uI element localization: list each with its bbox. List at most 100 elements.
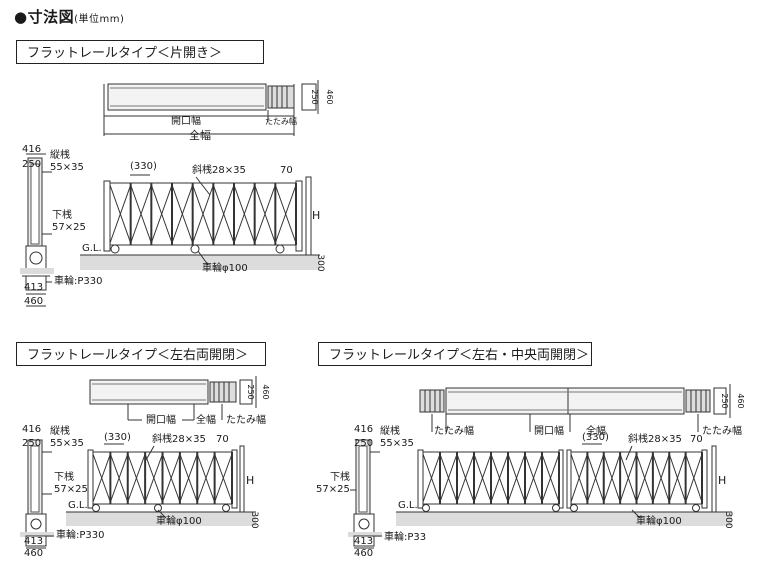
title-text: ●寸法図: [14, 8, 75, 26]
front-diagonal-label: 斜桟28×35: [628, 432, 682, 445]
side-wheel-pitch: 車輪:P330: [384, 530, 426, 543]
side-post-depth: 250: [22, 438, 41, 449]
lattice-bar: [619, 453, 637, 503]
lattice-bar: [652, 453, 670, 503]
unit-text: (単位mm): [74, 14, 125, 25]
lattice-double: [92, 452, 233, 504]
side-base-b: 460: [24, 548, 43, 559]
open-width-label: 開口幅: [534, 424, 564, 437]
front-pitch-label: (330): [104, 432, 131, 443]
side-bottom-size: 57×25: [54, 484, 88, 495]
lattice-bar: [127, 453, 146, 503]
front-diagonal-label: 斜桟28×35: [192, 163, 246, 176]
front-wheel-label: 車輪φ100: [636, 514, 682, 527]
lattice-bar: [171, 184, 194, 244]
lattice-bar: [233, 184, 256, 244]
front-view-double: (330) 斜桟28×35 70 G.L. 車輪φ100 H 300: [66, 432, 259, 529]
side-top-label: 416: [22, 424, 41, 435]
lattice-center-right: [570, 452, 703, 504]
total-width-label: 全幅: [586, 424, 606, 437]
lattice-bar: [109, 184, 132, 244]
side-wheel-pitch: 車輪:P330: [56, 528, 105, 541]
fold-width-left-label: たたみ幅: [434, 424, 474, 437]
front-end-label: 70: [216, 434, 229, 445]
front-view-single: (330) 斜桟28×35 70 G.L. 車輪φ100 H 300: [80, 161, 325, 274]
fold-width-label: たたみ幅: [265, 116, 297, 126]
depth-a-label: 250: [720, 393, 729, 408]
depth-a-label: 250: [310, 89, 319, 104]
plan-view-single: 開口幅 全幅 たたみ幅 250 460: [103, 80, 334, 140]
lattice-bar: [150, 184, 173, 244]
lattice-bar: [456, 453, 475, 503]
side-bottom-size: 57×25: [316, 484, 350, 495]
side-wheel-pitch: 車輪:P330: [54, 274, 103, 287]
lattice-bar: [130, 184, 152, 244]
section-label-double: フラットレールタイプ＜左右両開閉＞: [16, 342, 266, 366]
diagram-title: ●寸法図(単位mm): [14, 6, 124, 27]
front-view-center: (330) 斜桟28×35 70 G.L. 車輪φ100 H 300: [396, 432, 733, 529]
front-depth-label: 300: [315, 254, 325, 271]
total-width-label: 全幅: [189, 128, 211, 140]
side-base-b: 460: [24, 296, 43, 307]
front-pitch-label: (330): [582, 432, 609, 443]
lattice-bar: [586, 453, 605, 503]
side-post-depth: 250: [22, 159, 41, 170]
side-top-label: 416: [22, 144, 41, 155]
front-wheel-label: 車輪φ100: [156, 514, 202, 527]
front-end-label: 70: [690, 434, 703, 445]
side-view-double: 416 250 縦桟 55×35 下桟 57×25 413 460 車輪:P33…: [20, 424, 105, 559]
lattice-bar: [214, 453, 233, 503]
front-gl-label: G.L.: [82, 243, 102, 254]
front-depth-label: 300: [249, 511, 259, 528]
open-width-label: 開口幅: [171, 114, 201, 127]
plan-view-center: たたみ幅 開口幅 全幅 たたみ幅 250 460: [419, 384, 745, 437]
lattice-bar: [254, 184, 276, 244]
side-base-a: 413: [24, 536, 43, 547]
depth-b-label: 460: [261, 384, 270, 399]
side-top-label: 416: [354, 424, 373, 435]
section-label-single: フラットレールタイプ＜片開き＞: [16, 40, 264, 64]
side-post-label: 縦桟: [380, 424, 400, 437]
lattice-bar: [144, 453, 163, 503]
front-gl-label: G.L.: [68, 500, 88, 511]
front-diagonal-label: 斜桟28×35: [152, 432, 206, 445]
side-base-a: 413: [24, 282, 43, 293]
depth-b-label: 460: [736, 393, 745, 408]
lattice-bar: [422, 453, 441, 503]
lattice-bar: [196, 453, 216, 503]
lattice-bar: [439, 453, 458, 503]
lattice-bar: [603, 453, 621, 503]
lattice-bar: [212, 184, 235, 244]
lattice-bar: [490, 453, 509, 503]
side-bottom-label: 下桟: [330, 470, 350, 483]
side-view-single: 416 250 縦桟 55×35 下桟 57×25 413 460 車輪:P33…: [20, 144, 103, 307]
front-gl-label: G.L.: [398, 500, 418, 511]
depth-b-label: 460: [325, 89, 334, 104]
lattice-bar: [162, 453, 181, 503]
side-base-a: 413: [354, 536, 373, 547]
side-bottom-size: 57×25: [52, 222, 86, 233]
depth-a-label: 250: [246, 384, 255, 399]
side-post-depth: 250: [354, 438, 373, 449]
lattice-single: [109, 183, 297, 245]
front-end-label: 70: [280, 165, 293, 176]
lattice-bar: [473, 453, 492, 503]
front-wheel-label: 車輪φ100: [202, 261, 248, 274]
side-post-size: 55×35: [50, 438, 84, 449]
side-post-label: 縦桟: [50, 424, 70, 437]
side-post-size: 55×35: [50, 162, 84, 173]
side-post-label: 縦桟: [50, 148, 70, 161]
fold-width-label: たたみ幅: [226, 413, 266, 426]
lattice-center-left: [422, 452, 560, 504]
total-width-label: 全幅: [196, 413, 216, 426]
side-base-b: 460: [354, 548, 373, 559]
front-depth-label: 300: [723, 511, 733, 528]
front-height-label: H: [718, 474, 726, 487]
lattice-bar: [541, 453, 560, 503]
lattice-bar: [507, 453, 526, 503]
front-height-label: H: [246, 474, 254, 487]
lattice-bar: [179, 453, 198, 503]
lattice-bar: [274, 184, 297, 244]
fold-width-right-label: たたみ幅: [702, 424, 742, 437]
lattice-bar: [668, 453, 687, 503]
